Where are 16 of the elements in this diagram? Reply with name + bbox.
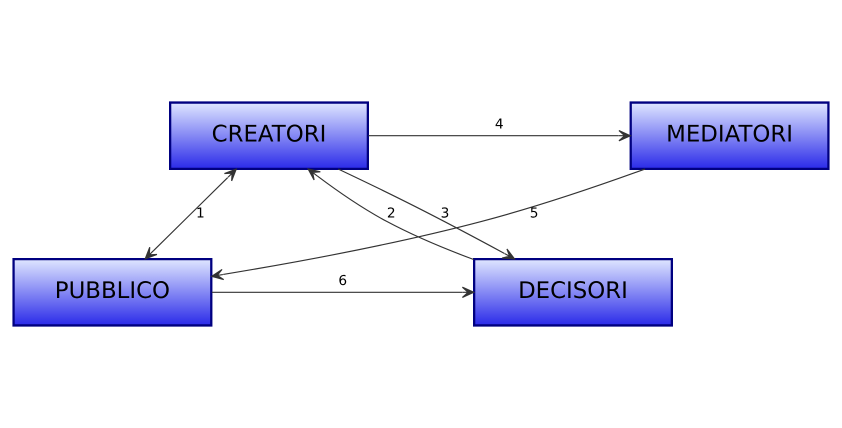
arrow [338, 168, 516, 260]
node-box: CREATORI [169, 101, 369, 170]
edge-label: 6 [338, 272, 348, 289]
node-box: DECISORI [473, 258, 673, 327]
edge-label: 1 [196, 206, 205, 222]
arrow [144, 168, 237, 260]
node-box: PUBBLICO [12, 258, 212, 327]
arrow [308, 168, 474, 260]
edge-label: 2 [386, 206, 396, 222]
edge-label: 5 [530, 206, 538, 222]
edge-label: 4 [494, 116, 504, 132]
arrow [368, 130, 631, 142]
arrow [212, 286, 474, 298]
arrow [211, 168, 646, 280]
edge-label: 3 [440, 206, 450, 222]
node-box: MEDIATORI [630, 101, 830, 170]
